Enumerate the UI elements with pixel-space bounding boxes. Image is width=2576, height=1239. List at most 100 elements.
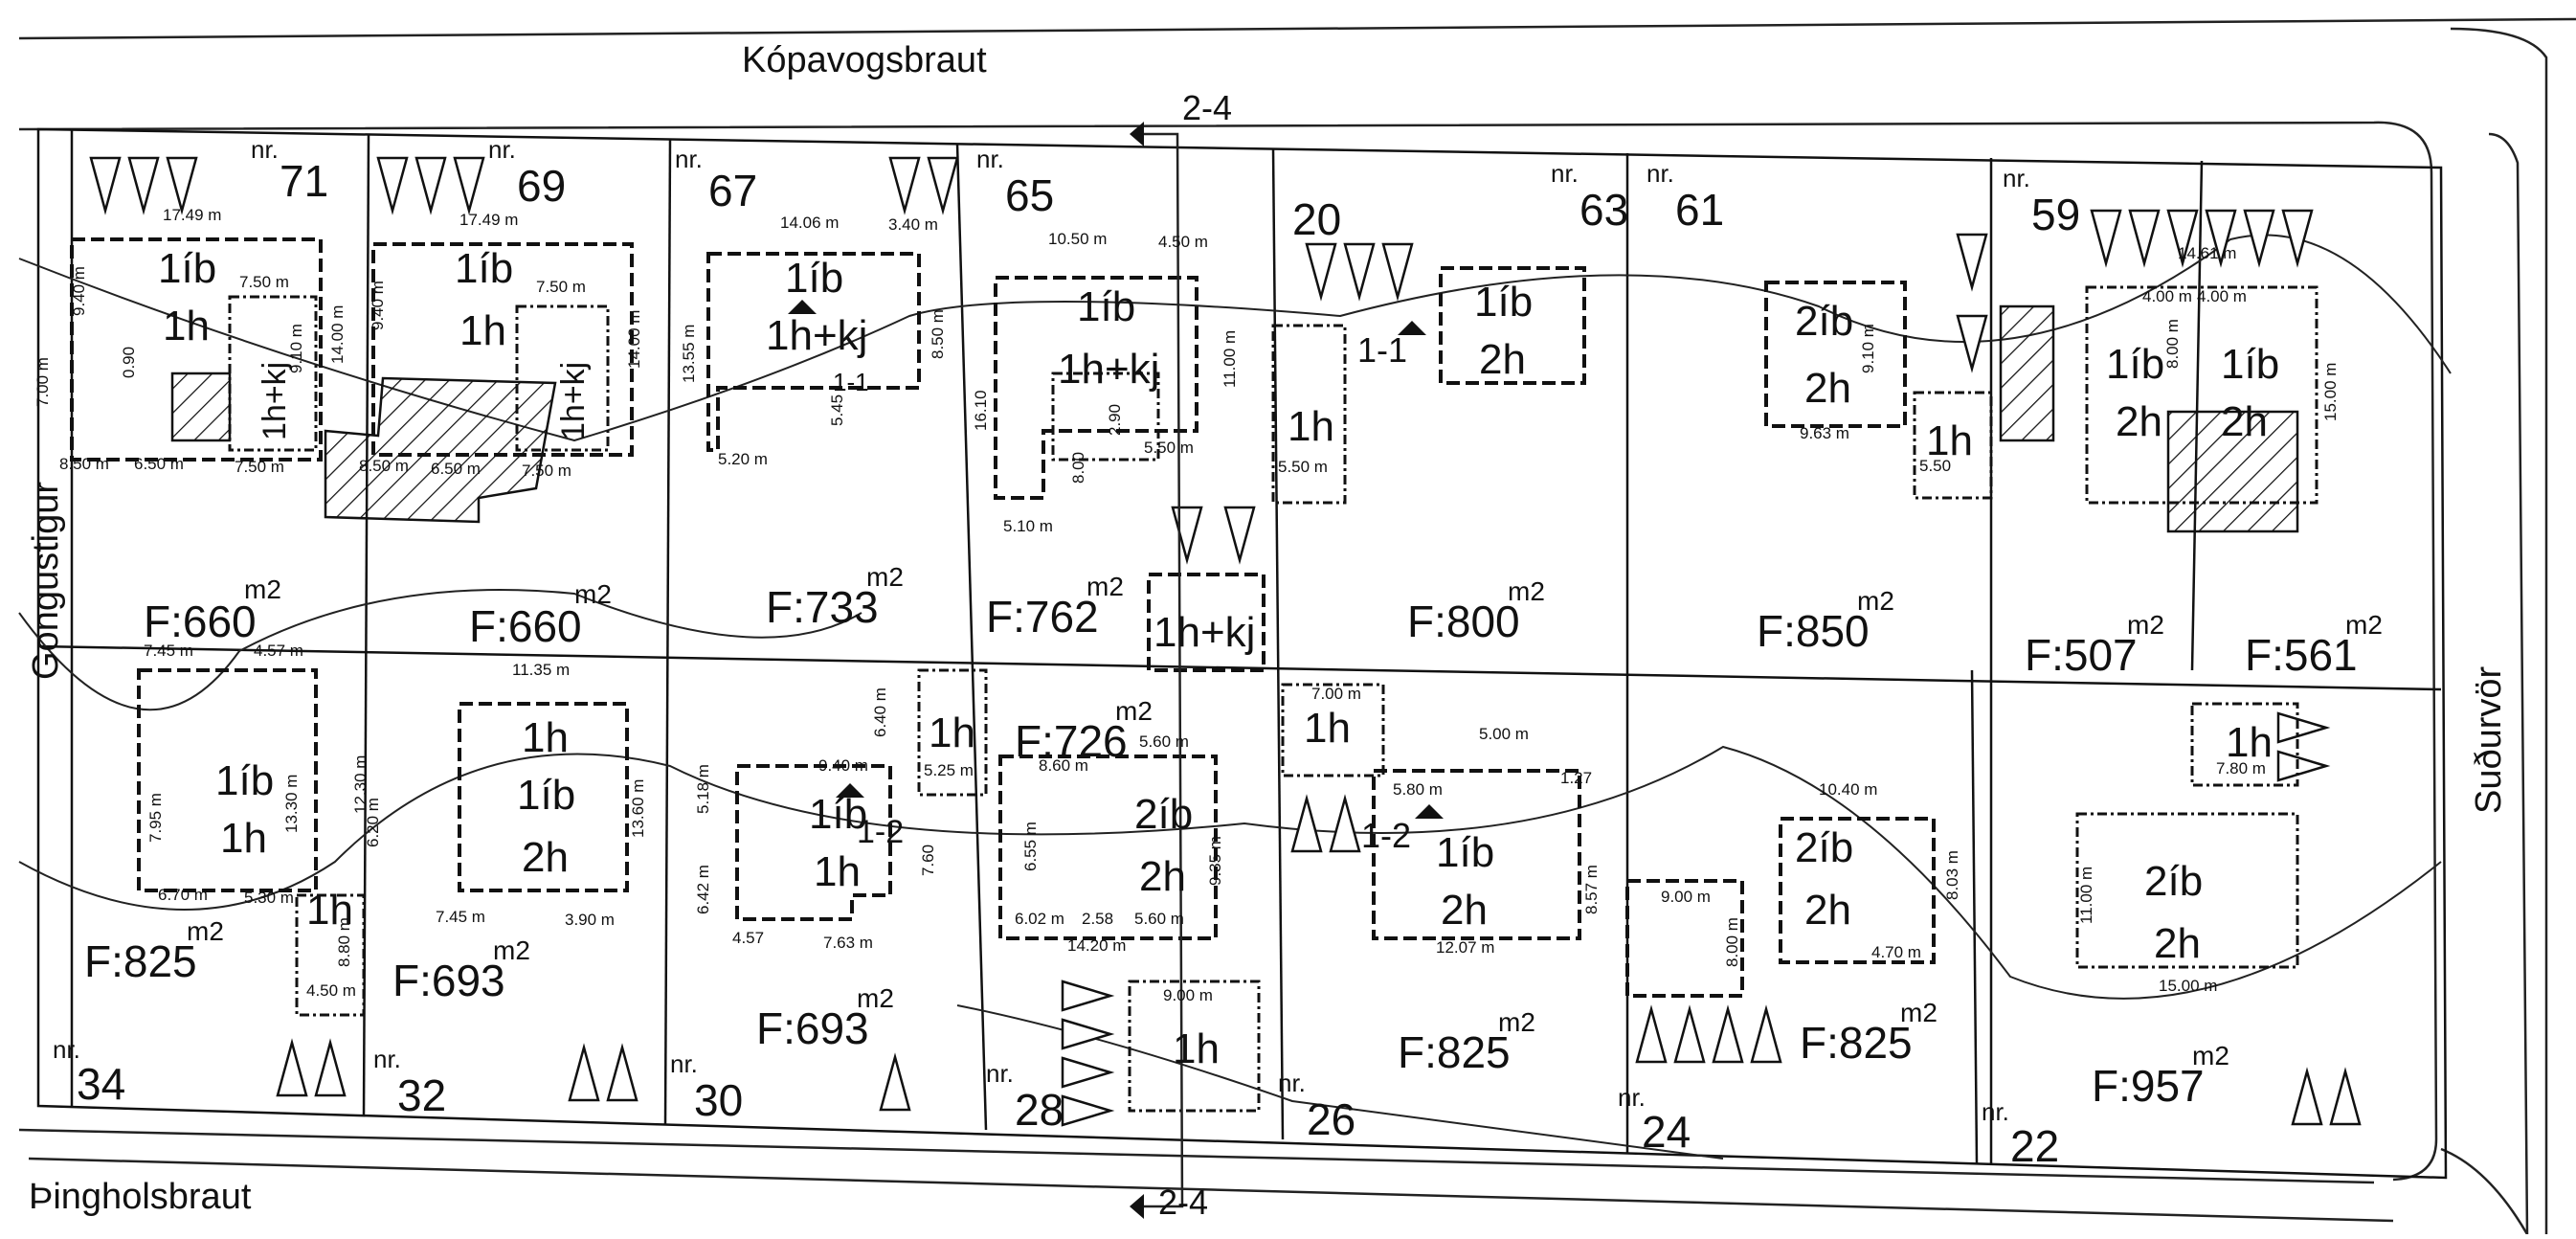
lot-number: 32 (397, 1070, 446, 1120)
street-north: Kópavogsbraut (742, 40, 987, 80)
north-lot-areas: F:660 m2 F:660 m2 F:733 m2 F:762 m2 F:80… (144, 562, 2383, 680)
lot-number: 34 (77, 1059, 125, 1109)
dimension: 7.80 m (2216, 759, 2266, 777)
dimension: 9.63 m (1800, 424, 1849, 442)
dimension: 12.07 m (1436, 938, 1494, 957)
section-label-1-2: 1-2 (1361, 816, 1411, 855)
area-unit: m2 (187, 916, 224, 946)
dimension: 5.25 m (924, 761, 974, 779)
dimension: 4.57 (732, 929, 764, 947)
dimension: 9.10 m (1859, 324, 1877, 373)
section-label-small-1-1: 1-1 (833, 368, 869, 396)
dimension: 7.00 m (34, 357, 52, 407)
dimension: 4.57 m (254, 642, 303, 660)
hatched-garages (170, 304, 2299, 533)
area-unit: m2 (493, 935, 530, 965)
lot-number: 61 (1675, 185, 1724, 235)
dimension-labels: 17.49 m 7.50 m 9.40 m 0.90 9.10 m 14.00 … (34, 206, 2340, 1004)
road-edges (18, 17, 2576, 1235)
dimension: 7.63 m (823, 934, 873, 952)
street-east: Suðurvör (2469, 665, 2509, 814)
tree-symbols (89, 156, 2362, 1127)
dimension: 11.35 m (512, 661, 570, 679)
unit-label: 1íb (158, 245, 216, 292)
dimension: 8.00 m (1723, 917, 1741, 967)
lot-prefix: nr. (53, 1035, 80, 1064)
dimension: 6.55 m (1021, 822, 1040, 871)
unit-label: 2h (1479, 336, 1526, 383)
dimension: 11.00 m (1221, 330, 1239, 388)
dimension: 7.50 m (235, 458, 284, 476)
dimension: 7.45 m (436, 908, 485, 926)
dimension: 5.18 m (694, 764, 712, 814)
lot-prefix: nr. (675, 145, 703, 173)
dimension: 12.30 m (351, 755, 370, 814)
unit-label: 2h (2154, 920, 2201, 967)
unit-label: 2h (1804, 887, 1851, 934)
dimension: 11.00 m (2077, 867, 2095, 924)
dimension: 7.95 m (146, 793, 165, 843)
dimension: 8.60 m (1039, 756, 1088, 775)
dimension: 8.03 m (1943, 850, 1961, 900)
dimension: 13.60 m (629, 779, 647, 838)
dimension: 8.00 (1069, 452, 1087, 484)
dimension: 7.45 m (144, 642, 193, 660)
dimension: 5.10 m (1003, 517, 1053, 535)
dimension: 9.00 m (1163, 986, 1213, 1004)
dimension: 5.60 m (1134, 910, 1184, 928)
dimension: 15.00 m (2321, 363, 2340, 421)
unit-label: 2íb (2144, 858, 2203, 905)
lot-prefix: nr. (251, 135, 279, 164)
unit-label: 2h (1441, 887, 1488, 934)
lot-prefix: nr. (1982, 1097, 2009, 1126)
unit-label: 1íb (1436, 829, 1494, 876)
lot-area: F:800 (1407, 597, 1520, 646)
lot-number: 24 (1642, 1107, 1691, 1157)
unit-label: 2h (2116, 398, 2162, 445)
lot-area: F:825 (1800, 1018, 1913, 1068)
lot-prefix: nr. (1618, 1083, 1646, 1112)
dimension: 6.20 m (364, 798, 382, 847)
dimension: 5.60 m (1139, 732, 1189, 751)
area-unit: m2 (1498, 1007, 1535, 1037)
unit-label: 1h+kj (257, 362, 293, 440)
unit-label: 2h (2221, 398, 2268, 445)
dimension: 8.50 m (929, 309, 947, 359)
dimension: 14.00 m (328, 305, 347, 364)
dimension: 7.50 m (239, 273, 289, 291)
dimension: 2.90 (1106, 404, 1124, 436)
lot-area: F:660 (144, 597, 257, 646)
dimension: 9.00 m (1661, 888, 1711, 906)
dimension: 9.40 m (818, 756, 868, 775)
unit-label: 1h (814, 848, 861, 895)
dimension: 6.02 m (1015, 910, 1064, 928)
unit-label: 1íb (1474, 279, 1533, 326)
dimension: 5.45 (828, 394, 846, 426)
area-unit: m2 (1115, 696, 1153, 726)
area-unit: m2 (2345, 610, 2383, 640)
section-label-2-4-bottom: 2-4 (1158, 1183, 1208, 1222)
area-unit: m2 (1508, 576, 1545, 606)
dimension: 0.90 (120, 347, 138, 378)
dimension: 14.20 m (1067, 936, 1126, 955)
dimension: 4.00 m (2197, 287, 2247, 305)
unit-label: 1íb (215, 757, 274, 804)
dimension: 14.61 m (2178, 244, 2236, 262)
unit-label: 1h (220, 815, 267, 862)
unit-label: 2íb (1795, 824, 1853, 871)
unit-label: 2h (1804, 365, 1851, 412)
lot-number: 59 (2031, 190, 2080, 239)
dimension: 6.50 m (431, 460, 481, 478)
area-unit: m2 (574, 579, 612, 609)
unit-label: 1h (929, 710, 975, 756)
unit-label: 1h (1173, 1025, 1220, 1072)
dimension: 7.50 m (536, 278, 586, 296)
area-unit: m2 (1900, 998, 1938, 1027)
dimension: 16.10 (972, 390, 990, 431)
unit-label: 1íb (455, 245, 513, 292)
south-unit-labels: 1íb 1h 1h 1h 1íb 2h 1íb 1h 1h 2íb 2h 1h … (215, 705, 2273, 1072)
area-unit: m2 (1086, 572, 1124, 601)
lot-boundaries (36, 127, 2448, 1180)
section-label-2-4-top: 2-4 (1182, 88, 1232, 127)
